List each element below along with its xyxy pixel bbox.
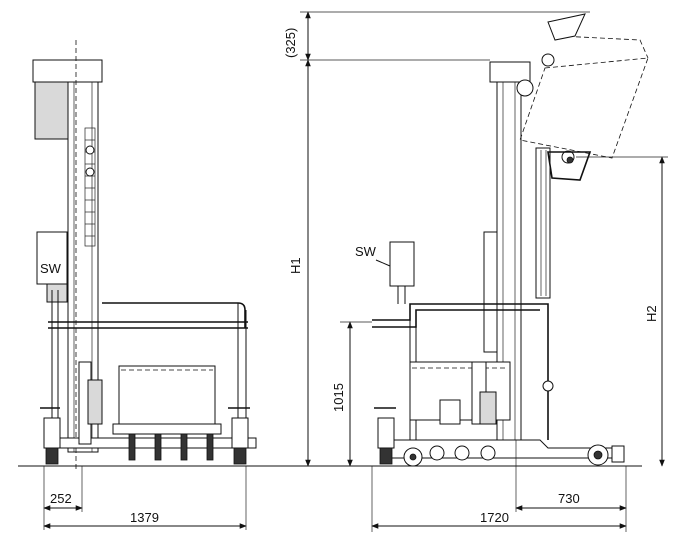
dim-h1-text: H1: [288, 257, 303, 274]
right-view: SW: [283, 11, 668, 532]
left-switch-label: SW: [40, 261, 62, 276]
right-wheels: [403, 444, 609, 467]
left-mast-cap: [32, 59, 103, 83]
left-motor-block: [34, 81, 69, 140]
left-base-frame: [43, 437, 257, 449]
right-feet: [374, 407, 625, 465]
right-mast-cap: [489, 61, 531, 83]
dim-1015-text: 1015: [331, 383, 346, 412]
dim-1379-text: 1379: [130, 510, 159, 525]
left-drum-casters: [128, 433, 214, 461]
left-switch-box: [36, 231, 68, 285]
dim-252-text: 252: [50, 491, 72, 506]
dim-730-text: 730: [558, 491, 580, 506]
left-view: SW: [32, 40, 257, 530]
left-drum: [112, 365, 222, 435]
right-switch-label: SW: [355, 244, 377, 259]
left-chain: [84, 127, 96, 247]
right-chassis: [389, 439, 621, 459]
tilted-drum: [516, 13, 649, 164]
dim-h2-text: H2: [644, 305, 659, 322]
left-feet: [40, 407, 250, 465]
dim-325-text: (325): [283, 28, 298, 58]
right-handle: [372, 303, 549, 440]
right-switch-box: [389, 241, 415, 287]
dim-1720-text: 1720: [480, 510, 509, 525]
